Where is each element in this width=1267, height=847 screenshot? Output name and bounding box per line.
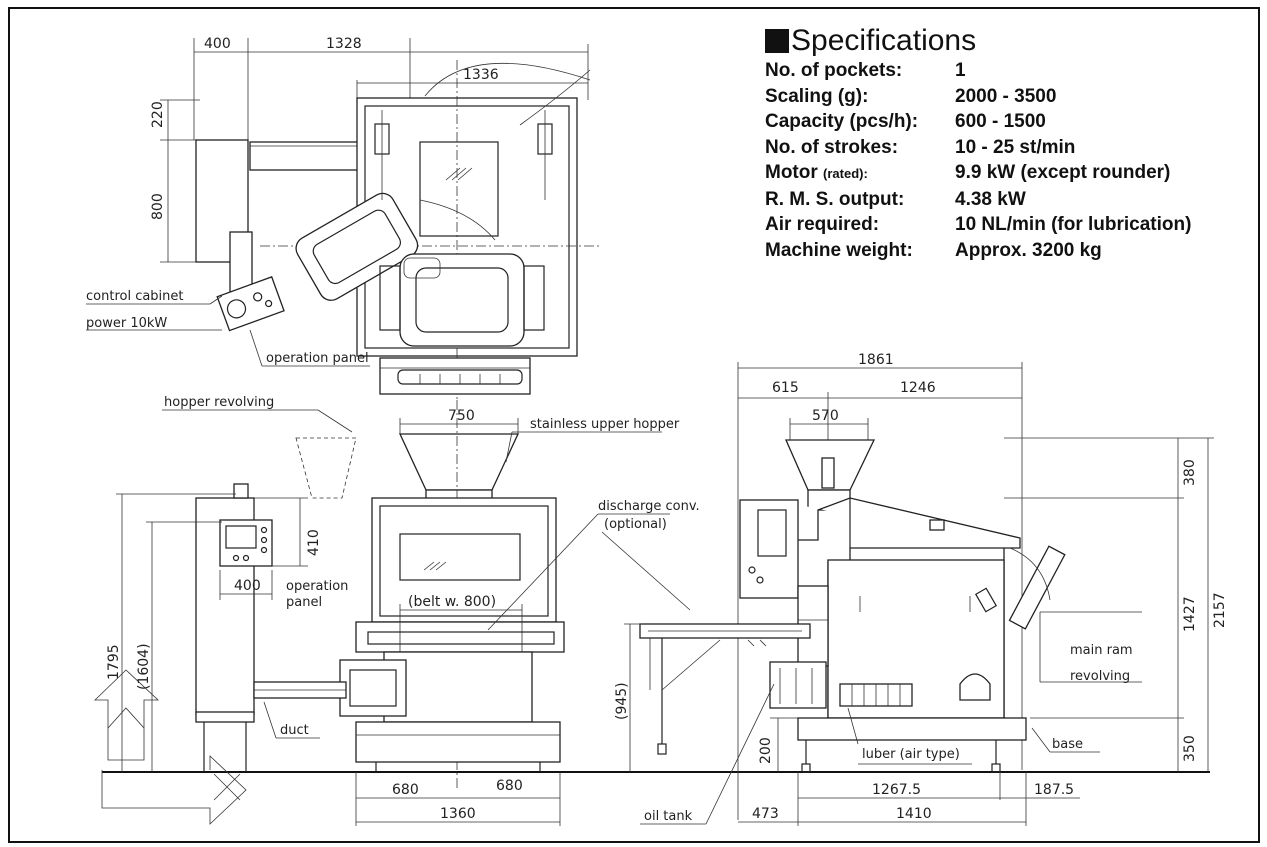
label-discharge-conv: discharge conv. [598, 499, 700, 514]
dim-overall-height: 1795 [106, 644, 122, 680]
dim-conveyor-height: (945) [614, 682, 630, 720]
label-oil-tank: oil tank [644, 809, 693, 824]
label-panel: panel [286, 595, 322, 610]
label-operation-panel-top: operation panel [266, 351, 369, 366]
sheet-border [8, 7, 1260, 843]
machine-base [797, 717, 1027, 741]
spec-row: No. of strokes:10 - 25 st/min [765, 136, 1076, 158]
machine-body-front [371, 497, 557, 623]
dim-base-height: 350 [1182, 735, 1198, 762]
dim-half-left: 680 [392, 782, 419, 798]
upper-hopper [398, 433, 520, 491]
specifications-title: Specifications [765, 24, 1245, 58]
label-luber: luber (air type) [862, 747, 960, 762]
label-revolving: revolving [1070, 669, 1130, 684]
spec-row: R. M. S. output:4.38 kW [765, 188, 1026, 210]
dim-cabinet-width: 400 [204, 36, 231, 52]
dim-offset-height: 220 [150, 101, 166, 128]
spec-row: No. of pockets:1 [765, 60, 966, 81]
label-base: base [1052, 737, 1083, 752]
dim-front-base: 473 [752, 806, 779, 822]
label-optional: (optional) [604, 517, 667, 532]
top-view: 400 1328 1336 220 800 [86, 36, 600, 400]
label-main-ram: main ram [1070, 643, 1133, 658]
dim-overall-length: 1861 [858, 352, 894, 368]
side-view: 1861 615 1246 570 [614, 352, 1228, 826]
dim-overall-width: 1336 [463, 67, 499, 83]
dim-base-width: 1360 [440, 806, 476, 822]
square-bullet-icon [765, 29, 789, 53]
dim-body-height: 1427 [1182, 596, 1198, 632]
dim-overall-height-ref: (1604) [136, 643, 152, 690]
dim-leg-height: 200 [758, 737, 774, 764]
spec-row: Capacity (pcs/h):600 - 1500 [765, 111, 1046, 132]
label-operation: operation [286, 579, 348, 594]
dim-body-width: 1328 [326, 36, 362, 52]
dim-cabinet-height: 800 [150, 193, 166, 220]
dim-hopper-width: 750 [448, 408, 475, 424]
spec-row: Machine weight:Approx. 3200 kg [765, 239, 1102, 261]
dim-belt-width: (belt w. 800) [408, 594, 496, 610]
label-upper-hopper: stainless upper hopper [530, 417, 680, 432]
dim-hopper-width-side: 570 [812, 408, 839, 424]
dim-panel-height: 410 [306, 529, 322, 556]
dim-base-total: 1410 [896, 806, 932, 822]
dim-front-offset: 615 [772, 380, 799, 396]
dim-body-length: 1246 [900, 380, 936, 396]
specifications-panel: Specifications No. of pockets:1 Scaling … [765, 24, 1245, 263]
label-control-cabinet: control cabinet [86, 289, 184, 304]
spec-row: Air required:10 NL/min (for lubrication) [765, 214, 1192, 235]
spec-row: Motor (rated):9.9 kW (except rounder) [765, 162, 1171, 183]
dim-panel-width: 400 [234, 578, 261, 594]
front-view: hopper revolving 750 stainless upper hop… [94, 395, 700, 826]
dim-base-length: 1267.5 [872, 782, 921, 798]
dim-half-right: 680 [496, 778, 523, 794]
dim-total-height: 2157 [1212, 592, 1228, 628]
spec-row: Scaling (g):2000 - 3500 [765, 85, 1057, 107]
label-duct: duct [280, 723, 309, 738]
label-power: power 10kW [86, 316, 167, 331]
dim-hopper-height: 380 [1182, 459, 1198, 486]
label-hopper-revolving: hopper revolving [164, 395, 274, 410]
dim-rear-offset: 187.5 [1034, 782, 1074, 798]
